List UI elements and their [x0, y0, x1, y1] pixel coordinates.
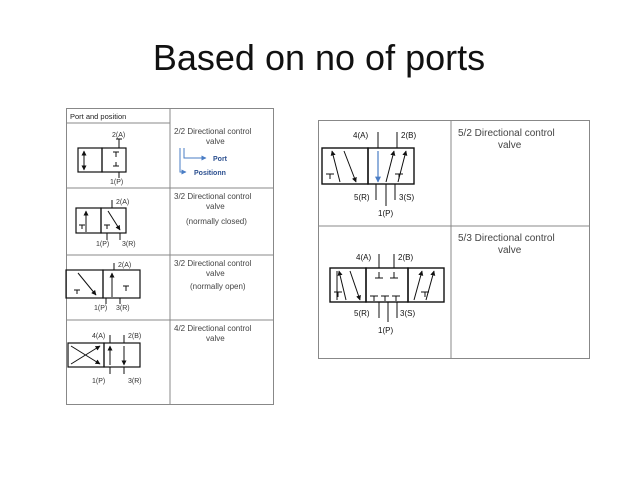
row-32nc-valve: 3/2 Directional control valve (normally … — [75, 192, 252, 248]
row-22-desc-line2: valve — [206, 137, 225, 146]
row-53-port-p: 1(P) — [378, 326, 393, 335]
row-42-desc-line1: 4/2 Directional control — [174, 324, 252, 333]
row-32nc-port-p: 1(P) — [96, 241, 109, 248]
row-52-valve: 5/2 Directional control valve 4(A) 2(B) … — [321, 128, 555, 218]
row-52-port-b: 2(B) — [401, 131, 416, 140]
slide-title: Based on no of ports — [152, 37, 486, 78]
row-32nc-note: (normally closed) — [186, 217, 247, 226]
row-42-port-b: 2(B) — [128, 333, 141, 340]
row-22-port-top: 2(A) — [112, 132, 125, 139]
row-53-port-a: 4(A) — [356, 253, 371, 262]
row-32nc-desc-line1: 3/2 Directional control — [174, 192, 252, 201]
legend-port: Port — [213, 156, 228, 163]
row-53-port-s: 3(S) — [400, 309, 415, 318]
row-42-port-p: 1(P) — [92, 378, 105, 385]
row-32no-valve: 3/2 Directional control valve (normally … — [65, 259, 252, 312]
row-42-valve: 4/2 Directional control valve 4(A) 2(B) … — [67, 324, 252, 385]
right-valve-table: 5/2 Directional control valve 4(A) 2(B) … — [318, 120, 590, 359]
row-52-desc-line2: valve — [498, 140, 522, 151]
row-52-desc-line1: 5/2 Directional control — [458, 128, 555, 139]
port-legend-arrow-2 — [183, 148, 207, 161]
row-32no-port-top: 2(A) — [118, 262, 131, 269]
row-32no-desc-line2: valve — [206, 269, 225, 278]
row-32no-port-p: 1(P) — [94, 305, 107, 312]
row-52-port-p: 1(P) — [378, 209, 393, 218]
row-53-port-r: 5(R) — [354, 309, 370, 318]
row-32no-note: (normally open) — [190, 282, 246, 291]
row-53-valve: 5/3 Directional control valve 4(A) 2(B) … — [329, 233, 555, 335]
table-header: Port and position — [70, 112, 126, 121]
left-valve-table: Port and position 2/2 Directional contro… — [65, 108, 274, 405]
row-42-port-a: 4(A) — [92, 333, 105, 340]
row-42-port-r: 3(R) — [128, 378, 142, 385]
row-53-desc-line2: valve — [498, 245, 522, 256]
port-legend-arrow — [179, 148, 187, 175]
row-53-port-b: 2(B) — [398, 253, 413, 262]
row-52-port-a: 4(A) — [353, 131, 368, 140]
row-42-desc-line2: valve — [206, 334, 225, 343]
row-32no-port-r: 3(R) — [116, 305, 130, 312]
row-22-port-bottom: 1(P) — [110, 179, 123, 186]
row-52-port-r: 5(R) — [354, 193, 370, 202]
row-32nc-desc-line2: valve — [206, 202, 225, 211]
row-32nc-port-top: 2(A) — [116, 199, 129, 206]
row-52-port-s: 3(S) — [399, 193, 414, 202]
row-53-desc-line1: 5/3 Directional control — [458, 233, 555, 244]
legend-position: Positionn — [194, 170, 226, 177]
right-table-border — [318, 120, 590, 359]
row-32nc-port-r: 3(R) — [122, 241, 136, 248]
row-32no-desc-line1: 3/2 Directional control — [174, 259, 252, 268]
row-22-desc-line1: 2/2 Directional control — [174, 127, 252, 136]
row-22-valve: 2/2 Directional control valve Port Posit… — [77, 127, 252, 186]
